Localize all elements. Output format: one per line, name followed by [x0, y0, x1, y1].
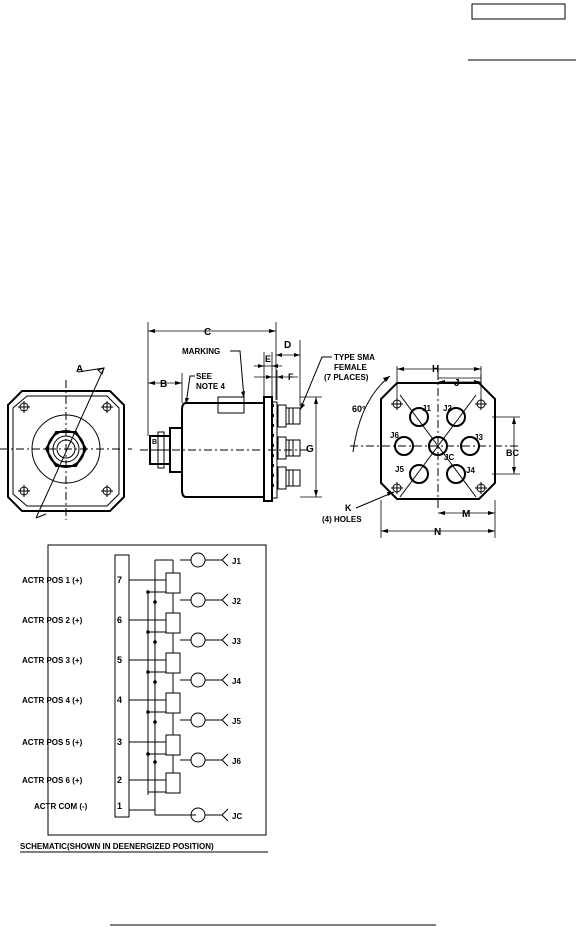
pin-4: 4	[117, 695, 122, 705]
front-view: A	[0, 364, 132, 520]
side-view: B C B	[140, 322, 375, 502]
schematic-caption: SCHEMATIC(SHOWN IN DEENERGIZED POSITION)	[20, 842, 214, 851]
actr-com: ACTR COM (-)	[34, 802, 88, 811]
label-sma-2: FEMALE	[334, 363, 368, 372]
label-bc: BC	[506, 448, 519, 458]
rear-view: 60° J1 J2 J3 J4 J5 J6 JC H J BC M	[322, 364, 520, 538]
label-marking: MARKING	[182, 347, 220, 356]
label-j: J	[454, 378, 460, 389]
label-m: M	[462, 509, 470, 520]
label-j6: J6	[390, 431, 399, 440]
label-see: SEE	[196, 372, 213, 381]
schematic: 7 6 5 4 3 2 1 ACTR POS 1 (+) ACTR POS 2 …	[20, 544, 268, 853]
header-box	[471, 3, 566, 20]
label-j4: J4	[466, 466, 475, 475]
label-g: G	[306, 444, 314, 455]
label-h: H	[432, 364, 439, 375]
label-a: A	[76, 364, 83, 375]
actr-pos-3: ACTR POS 3 (+)	[22, 656, 83, 665]
out-j2: J2	[232, 597, 241, 606]
out-j3: J3	[232, 637, 241, 646]
label-c: C	[204, 327, 211, 338]
label-note4: NOTE 4	[196, 382, 225, 391]
out-j6: J6	[232, 757, 241, 766]
label-f: F	[288, 372, 294, 382]
label-angle: 60°	[352, 404, 366, 414]
actr-pos-6: ACTR POS 6 (+)	[22, 776, 83, 785]
pin-5: 5	[117, 655, 122, 665]
pin-6: 6	[117, 615, 122, 625]
label-j3: J3	[474, 433, 483, 442]
pin-1: 1	[117, 801, 122, 811]
label-j1: J1	[422, 404, 431, 413]
out-j4: J4	[232, 677, 241, 686]
label-k: K	[345, 503, 352, 513]
label-e: E	[265, 354, 271, 364]
label-j5: J5	[395, 465, 404, 474]
actr-pos-1: ACTR POS 1 (+)	[22, 576, 83, 585]
label-n: N	[434, 527, 441, 538]
label-j2: J2	[443, 404, 452, 413]
label-sma-3: (7 PLACES)	[324, 373, 369, 382]
label-sma-1: TYPE SMA	[334, 353, 375, 362]
pin-3: 3	[117, 737, 122, 747]
actr-pos-4: ACTR POS 4 (+)	[22, 696, 83, 705]
out-jc: JC	[232, 812, 242, 821]
label-jc: JC	[444, 453, 454, 462]
label-holes: (4) HOLES	[322, 515, 362, 524]
label-b: B	[160, 379, 167, 390]
pin-7: 7	[117, 575, 122, 585]
svg-text:B: B	[152, 439, 157, 446]
actr-pos-5: ACTR POS 5 (+)	[22, 738, 83, 747]
actr-pos-2: ACTR POS 2 (+)	[22, 616, 83, 625]
pin-2: 2	[117, 775, 122, 785]
out-j1: J1	[232, 557, 241, 566]
out-j5: J5	[232, 717, 241, 726]
label-d: D	[284, 340, 291, 351]
